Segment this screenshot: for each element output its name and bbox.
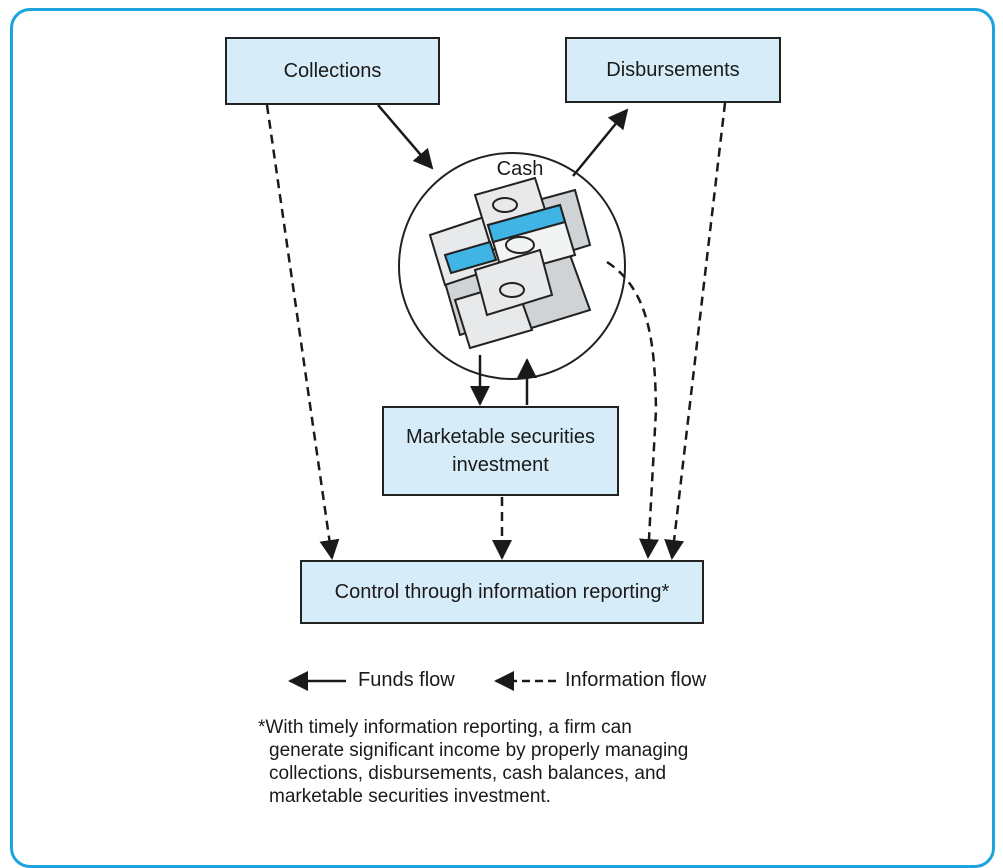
disbursements-label: Disbursements [606,59,740,81]
footnote-line-2: generate significant income by properly … [269,740,689,761]
footnote-line-1: *With timely information reporting, a fi… [258,717,632,738]
marketable-label-line1: Marketable securities [406,426,595,448]
info-disbursements-to-control [664,102,727,560]
legend-info-label: Information flow [565,669,707,691]
footnote: *With timely information reporting, a fi… [258,716,778,808]
legend-funds-label: Funds flow [358,669,455,691]
marketable-securities-box: Marketable securities investment [382,406,619,496]
collections-box: Collections [225,37,440,105]
disbursements-box: Disbursements [565,37,781,103]
control-label: Control through information reporting* [334,581,670,603]
footnote-line-4: marketable securities investment. [269,786,551,807]
arrow-collections-to-cash [377,104,434,170]
collections-label: Collections [283,60,382,82]
money-stacks-icon [428,176,592,350]
control-reporting-box: Control through information reporting* [300,560,704,624]
flow-arrows [265,102,727,691]
info-collections-to-control [265,104,340,560]
info-cash-to-control [606,260,659,559]
footnote-line-3: collections, disbursements, cash balance… [269,763,667,784]
marketable-label-line2: investment [452,454,549,476]
cash-label: Cash [496,158,544,180]
arrow-cash-to-disbursements [572,108,629,177]
